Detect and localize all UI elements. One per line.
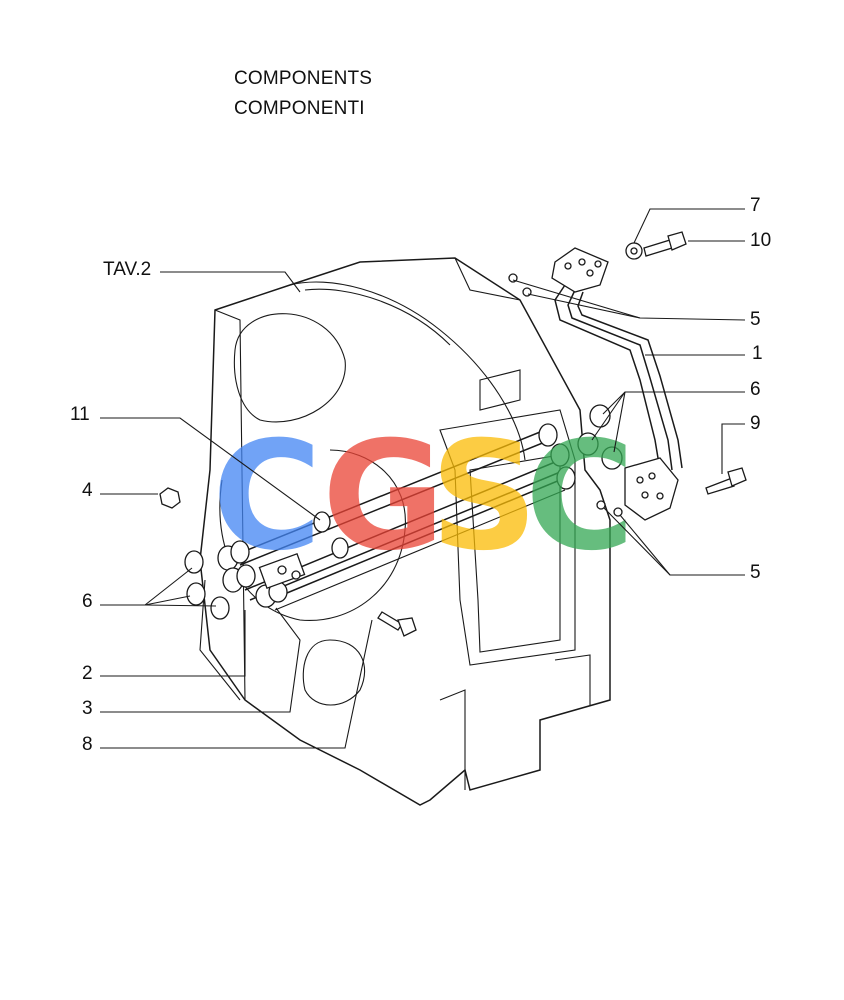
bolt-8 [377,611,417,637]
left-pipe-fittings [217,511,349,608]
title-components: COMPONENTS [234,68,373,89]
callout-tav-2: TAV.2 [103,259,151,280]
leader-lines [100,208,746,749]
watermark-logo: C G S C [212,410,635,584]
callout-10: 10 [750,230,771,251]
watermark-letter-4: C [525,410,635,584]
plug-4 [159,487,181,509]
callout-9: 9 [750,413,761,434]
callout-5-bottom: 5 [750,562,761,583]
callout-3: 3 [82,698,93,719]
right-pipe-fittings [538,423,576,490]
o-rings-6-left [184,550,230,620]
callout-6-left: 6 [82,591,93,612]
external-pipe-assembly [551,247,683,521]
callout-1: 1 [752,343,763,364]
watermark-letter-1: C [212,410,322,584]
callout-4: 4 [82,480,93,501]
washer-7 [625,242,643,260]
callout-2: 2 [82,663,93,684]
bolt-10 [643,231,687,257]
bolt-9 [705,467,747,495]
callout-6-right: 6 [750,379,761,400]
callout-5-top: 5 [750,309,761,330]
callout-7: 7 [750,195,761,216]
callout-8: 8 [82,734,93,755]
callout-11: 11 [70,404,90,425]
title-componenti: COMPONENTI [234,98,365,119]
watermark-letter-2: G [322,410,445,584]
transmission-housing [199,257,611,806]
hydraulic-pipes [234,429,566,611]
callout-labels: TAV.2 7 10 5 1 6 9 5 11 4 6 2 3 8 [70,195,771,755]
watermark-letter-3: S [430,410,538,584]
